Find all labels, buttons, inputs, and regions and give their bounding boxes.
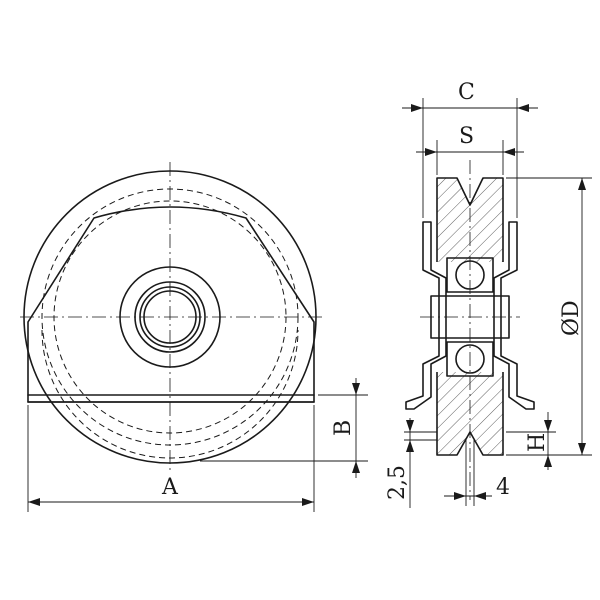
dimensions: A B C S ØD H xyxy=(27,80,592,512)
dim-B-label: B xyxy=(331,420,356,436)
dim-4-label: 4 xyxy=(496,475,510,500)
dim-C-label: C xyxy=(458,80,475,105)
bearing-ball xyxy=(455,344,485,374)
dim-A-label: A xyxy=(161,475,179,500)
front-view xyxy=(20,162,322,470)
bracket-plate xyxy=(27,206,315,403)
dim-2-5-label: 2,5 xyxy=(385,465,410,500)
dim-H-label: H xyxy=(525,433,550,452)
wheel-section-outline xyxy=(436,177,504,456)
side-view xyxy=(405,160,535,500)
dim-D-label: ØD xyxy=(559,300,584,336)
dim-S-label: S xyxy=(459,124,474,149)
